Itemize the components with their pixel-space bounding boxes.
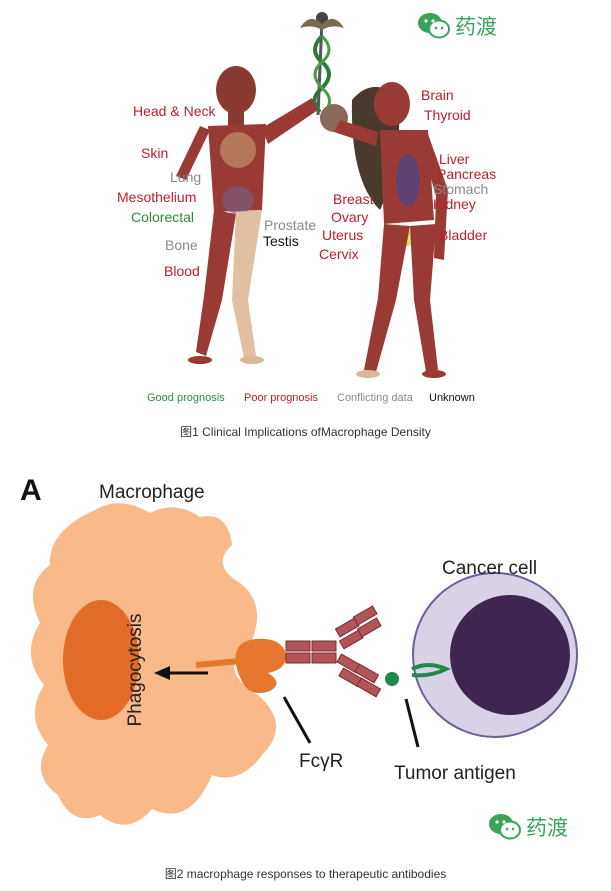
figure-2-caption: 图2 macrophage responses to therapeutic a… [164, 867, 447, 881]
label-prostate: Prostate [264, 217, 317, 233]
macrophage-cell [30, 503, 277, 825]
fcgr-label: FcγR [299, 751, 344, 772]
label-ovary: Ovary [331, 209, 369, 225]
label-testis: Testis [263, 233, 299, 249]
label-lung: Lung [170, 169, 202, 185]
label-pancreas: Pancreas [437, 166, 497, 182]
anatomy-illustration [176, 12, 448, 378]
label-colorectal: Colorectal [131, 209, 195, 225]
macrophage-diagram [30, 503, 578, 825]
label-uterus: Uterus [322, 227, 364, 243]
label-bladder: Bladder [439, 227, 488, 243]
label-blood: Blood [164, 263, 200, 279]
label-bone: Bone [165, 237, 198, 253]
antibody [285, 605, 382, 698]
caduceus [300, 12, 344, 116]
label-head-neck: Head & Neck [133, 103, 216, 119]
label-cervix: Cervix [319, 246, 359, 262]
label-brain: Brain [421, 87, 454, 103]
watermark-1: 药渡 [417, 11, 497, 41]
watermark-2: 药渡 [488, 812, 568, 842]
label-thyroid: Thyroid [424, 107, 471, 123]
female-figure [320, 82, 448, 378]
legend-poor: Poor prognosis [244, 392, 318, 404]
panel-letter: A [20, 474, 42, 507]
label-stomach: Stomach [433, 181, 489, 197]
legend-conflicting: Conflicting data [337, 392, 413, 404]
legend-good: Good prognosis [147, 392, 225, 404]
macrophage-label: Macrophage [99, 482, 205, 503]
macrophage-nucleus [63, 600, 139, 720]
cancer-cell-nucleus [450, 595, 570, 715]
label-kidney: Kidney [433, 196, 476, 212]
wechat-icon [418, 13, 450, 39]
watermark-text: 药渡 [526, 816, 568, 840]
figure-1: Head & Neck Skin Lung Mesothelium Colore… [117, 11, 497, 439]
cancer-cell-label: Cancer cell [442, 558, 538, 579]
male-figure [176, 66, 318, 364]
watermark-text: 药渡 [455, 15, 497, 39]
figure-2: A Macrophage Cancer cell Phagocytosis Fc… [0, 455, 611, 891]
tumor-antigen-label: Tumor antigen [394, 763, 516, 784]
label-breast: Breast [333, 191, 374, 207]
label-liver: Liver [439, 151, 470, 167]
label-mesothelium: Mesothelium [117, 189, 197, 205]
legend-unknown: Unknown [429, 392, 475, 404]
fcgr-receptor [235, 638, 287, 693]
wechat-icon [489, 814, 521, 840]
figure-1-caption: 图1 Clinical Implications ofMacrophage De… [180, 425, 431, 439]
phagocytosis-label: Phagocytosis [125, 613, 146, 727]
tumor-antigen [411, 663, 451, 678]
label-skin: Skin [141, 145, 169, 161]
